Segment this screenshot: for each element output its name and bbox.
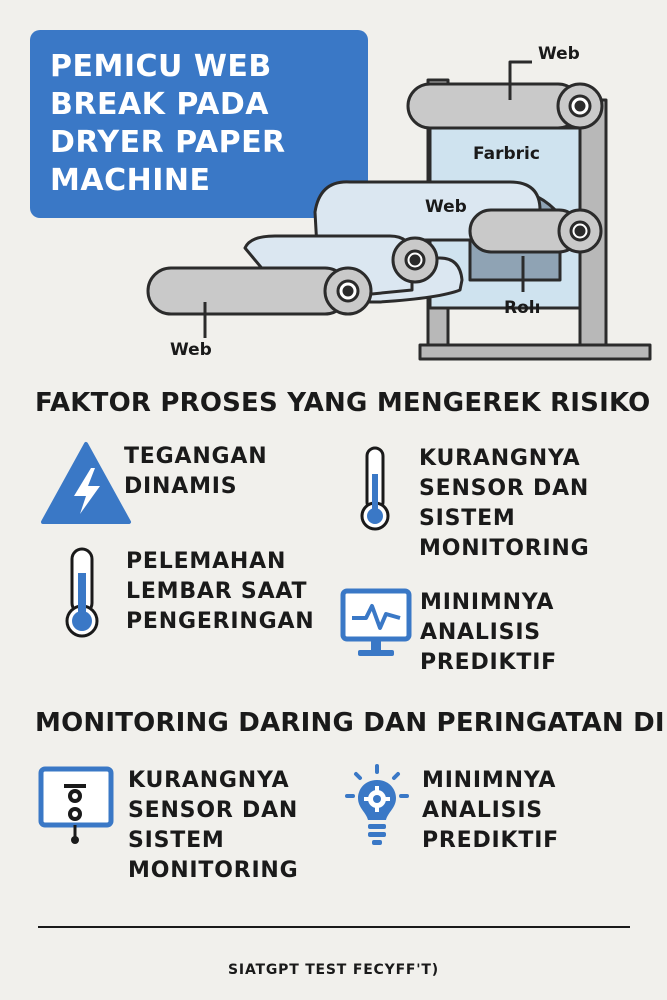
monitoring-item-line: ANALISIS	[422, 798, 543, 823]
risk-item-line: PELEMAHAN	[126, 549, 287, 574]
label-roll: Rolı	[504, 298, 541, 318]
machine-base	[418, 343, 652, 361]
footer-divider	[38, 926, 630, 928]
risk-item-line: ANALISIS	[420, 620, 541, 645]
monitoring-item-line: PREDIKTIF	[422, 828, 560, 853]
title-line-3: DRYER PAPER	[50, 125, 286, 160]
monitoring-item-line: MONITORING	[128, 858, 299, 883]
monitor-waveform-icon	[340, 588, 412, 656]
risk-item-line: KURANGNYA	[419, 446, 581, 471]
label-web-top: Web	[538, 44, 580, 64]
warning-lightning-icon	[41, 442, 131, 524]
risk-item-line: TEGANGAN	[124, 444, 268, 469]
label-fabric: Farbric	[473, 144, 540, 164]
label-web-middle: Web	[425, 197, 467, 217]
title-line-1: PEMICU WEB	[50, 49, 272, 84]
section-risk-factors-title: FAKTOR PROSES YANG MENGEREK RISIKO	[35, 388, 651, 418]
risk-item-line: SISTEM	[419, 506, 516, 531]
risk-item-line: PENGERINGAN	[126, 609, 315, 634]
title-banner: PEMICU WEB BREAK PADA DRYER PAPER MACHIN…	[30, 30, 368, 218]
footer-text: SIATGPT TEST FECYFF'T)	[228, 962, 439, 978]
section-monitoring-title: MONITORING DARING DAN PERINGATAN DINI	[35, 708, 667, 738]
monitoring-item-line: SISTEM	[128, 828, 225, 853]
dryer-machine-diagram: Web Farbric Web Rolı Web	[140, 40, 660, 370]
thermometer-icon	[65, 547, 99, 638]
risk-item-line: DINAMIS	[124, 474, 238, 499]
monitor-sensor-icon	[38, 766, 114, 844]
top-roller	[406, 82, 582, 130]
machine-illustration	[146, 60, 652, 361]
risk-item-line: LEMBAR SAAT	[126, 579, 308, 604]
monitoring-item-line: SENSOR DAN	[128, 798, 299, 823]
monitoring-item-line: MINIMNYA	[422, 768, 557, 793]
callout-web-top	[508, 60, 532, 100]
title-line-2: BREAK PADA	[50, 87, 269, 122]
title-line-4: MACHINE	[50, 163, 211, 198]
bottom-roller	[146, 266, 350, 316]
label-web-bottom: Web	[170, 340, 212, 360]
risk-item-line: MINIMNYA	[420, 590, 555, 615]
monitoring-item-line: KURANGNYA	[128, 768, 290, 793]
thermometer-icon	[360, 446, 390, 531]
risk-item-line: PREDIKTIF	[420, 650, 558, 675]
risk-item-line: MONITORING	[419, 536, 590, 561]
risk-item-line: SENSOR DAN	[419, 476, 590, 501]
lightbulb-gear-icon	[345, 764, 409, 845]
